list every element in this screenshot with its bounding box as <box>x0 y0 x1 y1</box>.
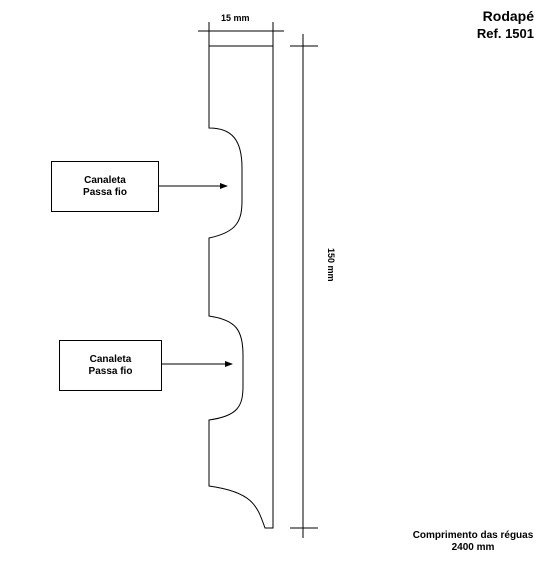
height-dimension <box>290 34 318 538</box>
product-reference: Ref. 1501 <box>476 26 534 41</box>
callout-upper-line1: Canaleta <box>84 174 126 186</box>
product-name: Rodapé <box>482 8 534 24</box>
length-note-line1: Comprimento das réguas <box>412 530 534 541</box>
baseboard-profile-outline <box>208 45 274 529</box>
callout-lower-line2: Passa fio <box>88 365 133 377</box>
title-block: Rodapé Ref. 1501 <box>477 8 534 42</box>
callout-box-upper: Canaleta Passa fio <box>51 161 159 212</box>
width-dimension <box>198 22 284 46</box>
length-note: Comprimento das réguas 2400 mm <box>398 530 548 554</box>
width-dimension-label: 15 mm <box>221 13 250 23</box>
height-dimension-label: 150 mm <box>326 248 336 282</box>
callout-lower-line1: Canaleta <box>89 353 132 365</box>
callout-box-lower: Canaleta Passa fio <box>59 340 162 391</box>
length-note-line2: 2400 mm <box>451 542 495 553</box>
callout-upper-line2: Passa fio <box>83 186 127 198</box>
